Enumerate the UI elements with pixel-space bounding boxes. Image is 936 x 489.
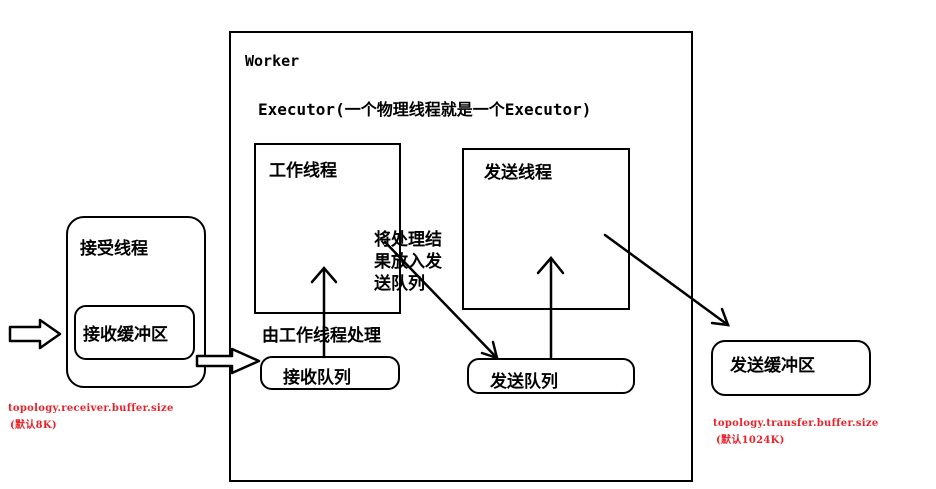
note-send-line3: 送队列 <box>374 274 425 294</box>
config-receiver-default: (默认8K) <box>10 420 57 431</box>
send-buffer-label: 发送缓冲区 <box>730 356 815 376</box>
receive-buffer-label: 接收缓冲区 <box>83 325 168 345</box>
input-hollow-arrow <box>8 318 62 350</box>
send-queue-label: 发送队列 <box>490 372 558 392</box>
executor-title: Executor(一个物理线程就是一个Executor) <box>258 100 592 119</box>
work-thread-box <box>254 143 401 314</box>
receive-queue-box <box>260 356 400 390</box>
config-receiver-key: topology.receiver.buffer.size <box>8 403 174 414</box>
config-transfer-key: topology.transfer.buffer.size <box>713 418 879 429</box>
send-buffer-box <box>711 340 871 396</box>
send-thread-box <box>462 148 630 310</box>
receive-buffer-box <box>74 305 195 360</box>
config-transfer-default: (默认1024K) <box>716 435 785 446</box>
receive-queue-caption: 由工作线程处理 <box>262 326 381 346</box>
receive-thread-label: 接受线程 <box>80 239 148 259</box>
work-thread-label: 工作线程 <box>269 161 337 181</box>
worker-title: Worker <box>245 52 300 70</box>
receive-queue-label: 接收队列 <box>283 368 351 388</box>
send-queue-box <box>467 358 635 394</box>
send-thread-label: 发送线程 <box>484 163 552 183</box>
